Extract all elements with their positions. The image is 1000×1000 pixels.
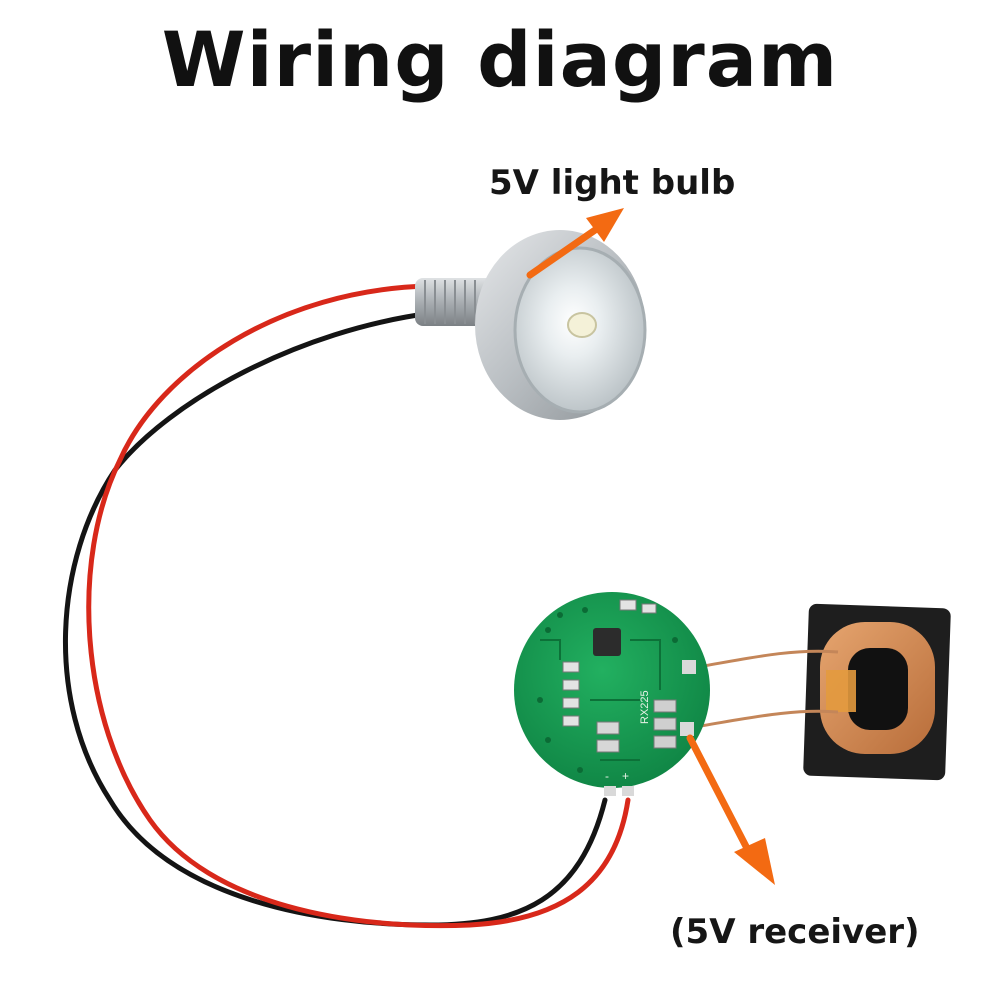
receiver-pcb: RX225 - + (514, 592, 710, 796)
smd-part (653, 699, 677, 713)
ic-chip (593, 628, 621, 656)
solder-pad (604, 786, 616, 796)
smd-part (562, 661, 580, 673)
pcb-traces (540, 639, 661, 761)
smd-part (596, 721, 620, 735)
smd-part (562, 715, 580, 727)
page-title: Wiring diagram (161, 15, 839, 104)
smd-part (596, 739, 620, 753)
board-marking: RX225 (639, 690, 651, 724)
bulb-arrow (526, 208, 624, 279)
pcb-disc (514, 592, 710, 788)
black-wire (63, 310, 608, 928)
coil-center (848, 648, 908, 730)
smd-part (653, 735, 677, 749)
smd-part (653, 717, 677, 731)
thread-lines (424, 280, 476, 324)
smd-part (641, 603, 657, 614)
wire-pair (63, 283, 631, 929)
solder-pad (680, 722, 694, 736)
smd-part (619, 599, 637, 611)
via-holes (537, 607, 678, 773)
receiver-label: (5V receiver) (670, 912, 920, 952)
polarity-plus: + (622, 769, 629, 783)
red-wire (86, 283, 631, 929)
receiver-coil (803, 603, 951, 781)
receiver-arrow (686, 734, 775, 885)
coil-leads (687, 649, 839, 730)
solder-pad (622, 786, 634, 796)
bulb-label: 5V light bulb (489, 163, 736, 203)
smd-part (562, 679, 580, 691)
smd-part (562, 697, 580, 709)
led-chip (567, 312, 597, 338)
coil-tape (826, 670, 856, 712)
led-bulb (415, 230, 647, 420)
solder-pad (682, 660, 696, 674)
polarity-minus: - (605, 769, 609, 783)
